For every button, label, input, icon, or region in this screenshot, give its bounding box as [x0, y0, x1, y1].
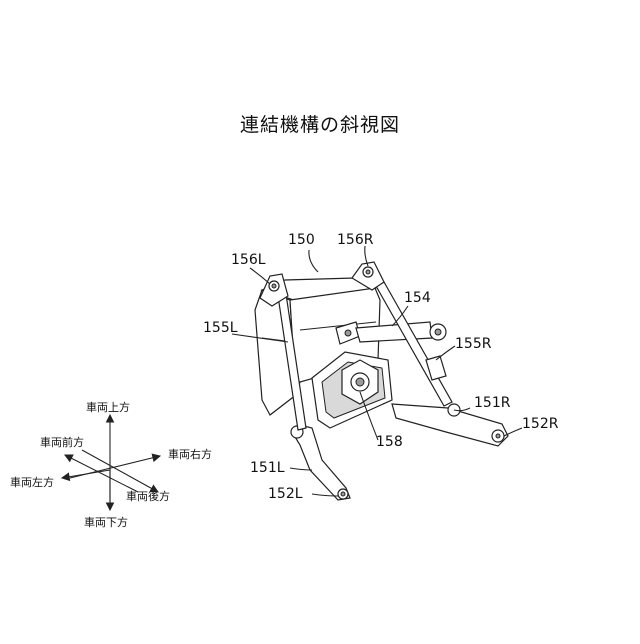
label-156L: 156L [231, 252, 266, 268]
label-155L: 155L [203, 320, 238, 336]
direction-axes: 車両上方 車両前方 車両右方 車両左方 車両後方 車両下方 [10, 400, 212, 529]
label-156R: 156R [337, 232, 374, 248]
label-151L: 151L [250, 460, 285, 476]
label-152R: 152R [522, 416, 559, 432]
direction-up: 車両上方 [86, 400, 130, 414]
direction-down: 車両下方 [84, 515, 128, 529]
figure-title: 連結機構の斜視図 [0, 110, 640, 137]
label-151R: 151R [474, 395, 511, 411]
label-150: 150 [288, 232, 315, 248]
label-158: 158 [376, 434, 403, 450]
label-152L: 152L [268, 486, 303, 502]
direction-rear: 車両後方 [126, 489, 170, 503]
direction-right: 車両右方 [168, 447, 212, 461]
direction-left: 車両左方 [10, 475, 54, 489]
direction-front: 車両前方 [40, 435, 84, 449]
label-155R: 155R [455, 336, 492, 352]
label-154: 154 [404, 290, 431, 306]
